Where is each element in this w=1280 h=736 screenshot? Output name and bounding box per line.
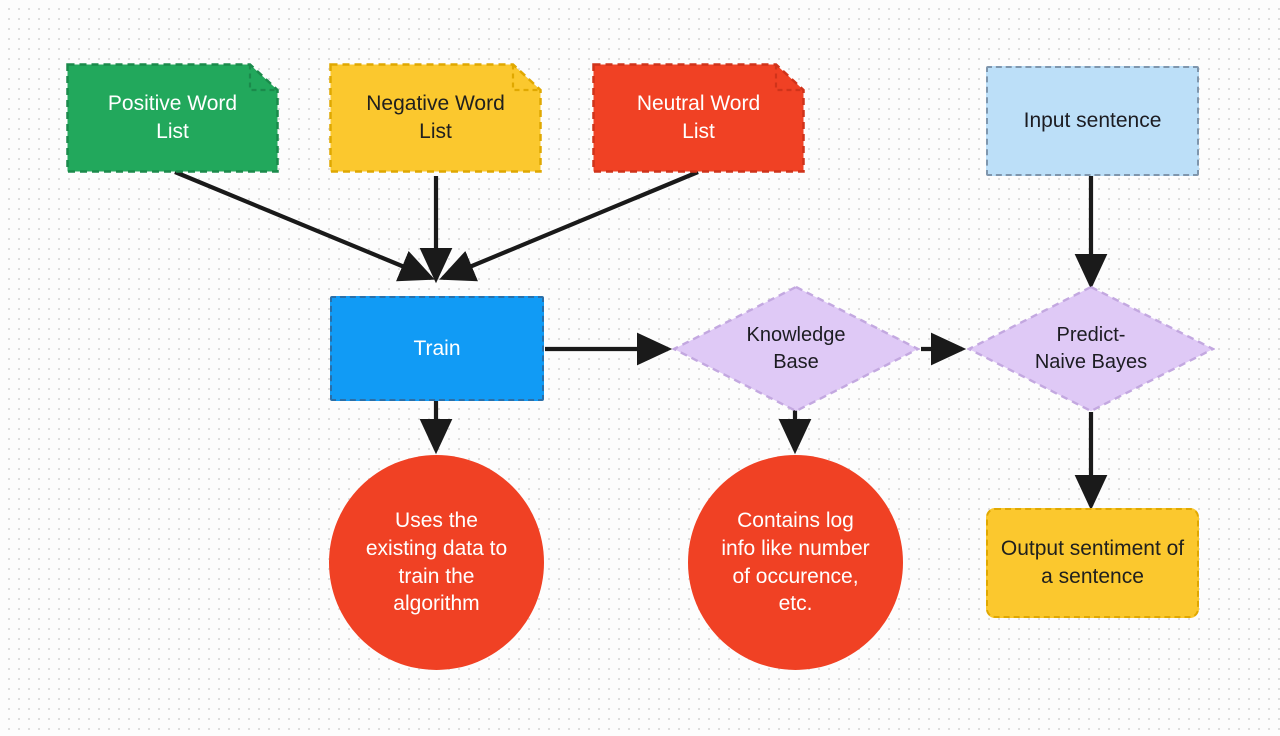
- node-knowledge-base[interactable]: Knowledge Base: [672, 285, 920, 413]
- document-shape: [592, 63, 805, 173]
- node-negative-word-list[interactable]: Negative Word List: [329, 63, 542, 173]
- node-positive-word-list[interactable]: Positive Word List: [66, 63, 279, 173]
- node-output-sentiment[interactable]: Output sentiment of a sentence: [986, 508, 1199, 618]
- diamond-shape: [672, 285, 920, 413]
- node-label: Knowledge Base: [746, 324, 846, 373]
- diamond-shape: [967, 285, 1215, 413]
- edge-neutral-to-train: [439, 170, 699, 282]
- node-predict-naive-bayes[interactable]: Predict- Naive Bayes: [967, 285, 1215, 413]
- node-train-note[interactable]: Uses the existing data to train the algo…: [329, 455, 544, 670]
- node-label: Positive Word List: [107, 92, 238, 143]
- node-label: Uses the existing data to train the algo…: [365, 508, 508, 616]
- document-shape: [66, 63, 279, 173]
- node-label: Predict- Naive Bayes: [1034, 324, 1148, 373]
- node-label: Contains log info like number of occuren…: [721, 508, 870, 616]
- node-label: Input sentence: [1023, 109, 1162, 133]
- node-label: Neutral Word List: [636, 92, 761, 143]
- node-label: Output sentiment of a sentence: [1000, 537, 1185, 588]
- node-label: Train: [413, 336, 461, 360]
- node-input-sentence[interactable]: Input sentence: [986, 66, 1199, 176]
- node-label: Negative Word List: [366, 92, 505, 143]
- node-neutral-word-list[interactable]: Neutral Word List: [592, 63, 805, 173]
- document-shape: [329, 63, 542, 173]
- edge-positive-to-train: [174, 170, 435, 282]
- node-train[interactable]: Train: [330, 296, 544, 401]
- node-knowledge-base-note[interactable]: Contains log info like number of occuren…: [688, 455, 903, 670]
